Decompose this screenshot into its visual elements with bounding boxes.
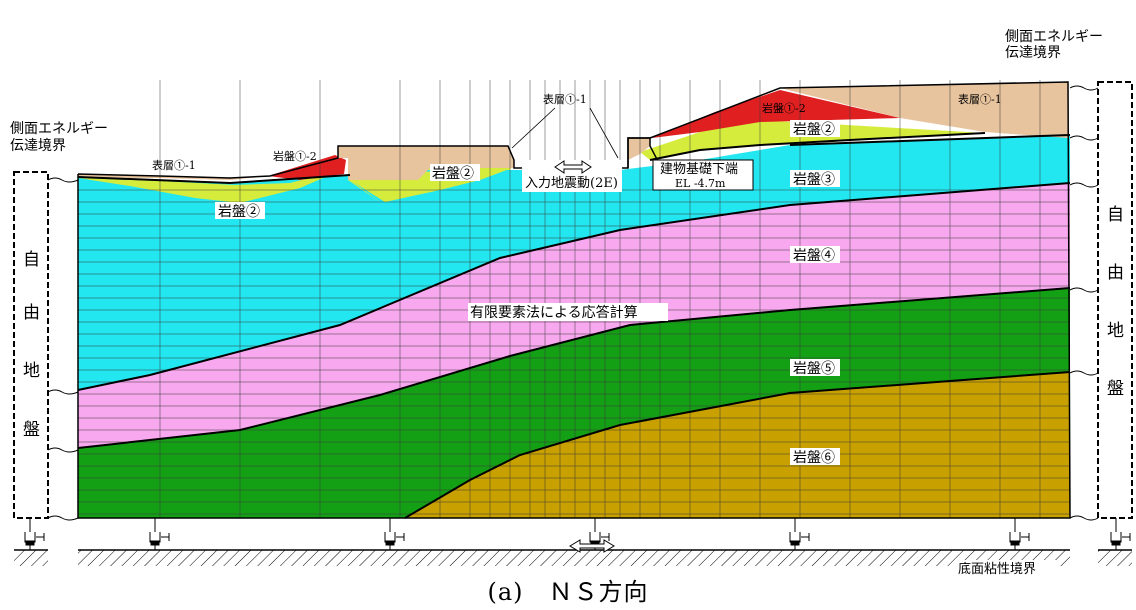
text-labels: 側面エネルギー 伝達境界 側面エネルギー 伝達境界 自 由 地 盤 自 由 地 … [10,29,1124,577]
dashpot [789,518,810,550]
side-boundary-right-line1: 側面エネルギー [1005,29,1103,45]
rock-2-layer-left [78,170,340,203]
free-field-right-char-3: 地 [1107,321,1124,341]
side-boundary-right-line2: 伝達境界 [1005,45,1061,61]
free-field-left-column [13,171,79,521]
label-rock-5: 岩盤⑤ [793,361,835,377]
input-motion-arrow-bottom [569,539,615,553]
rock-2-layer-right [640,120,985,160]
model-outline [77,81,1071,519]
dashpot [1110,518,1131,550]
free-field-left-char-3: 地 [23,361,40,381]
free-field-right-column [1069,81,1133,521]
free-field-left-char-1: 自 [23,250,40,270]
dashpot [384,518,405,550]
label-input-motion: 入力地震動(2E) [525,176,618,191]
label-rock-2-left: 岩盤② [218,204,260,220]
side-boundary-left-line2: 伝達境界 [10,138,66,154]
label-foundation-el: EL -4.7m [675,177,726,190]
label-rock-3: 岩盤③ [793,172,835,188]
input-motion-arrow-top [522,160,622,192]
surface-1-1-layer-top [780,82,1068,138]
free-field-right-char-2: 由 [1107,263,1124,283]
label-rock-4: 岩盤④ [793,248,835,264]
free-field-left-char-4: 盤 [23,420,40,440]
dashpot [1009,518,1030,550]
label-rock-1-2-left: 岩盤①-2 [273,149,317,163]
figure-caption: (a) ＮＳ方向 [487,578,649,606]
rock-3-layer [78,135,1070,390]
surface-1-1-layer-right [628,138,650,160]
side-boundary-left-line1: 側面エネルギー [10,121,108,137]
label-bottom-boundary: 底面粘性境界 [958,561,1036,577]
base-ground [14,549,1132,566]
building-foundation [627,137,754,191]
free-field-right-char-1: 自 [1107,205,1124,225]
dashpots [24,518,1131,550]
fem-mesh [78,80,1070,518]
rock-5-layer [78,288,1070,518]
label-foundation-bottom: 建物基礎下端 [660,162,738,177]
label-rock-2-right: 岩盤② [793,122,835,138]
label-fem: 有限要素法による応答計算 [470,304,638,321]
leader-lines [511,107,619,159]
label-surface-1-1-left: 表層①-1 [152,158,196,172]
free-field-right-char-4: 盤 [1107,379,1124,399]
rock-1-2-layer-right [652,90,900,138]
free-field-left-char-2: 由 [23,303,40,323]
label-surface-1-1-top: 表層①-1 [543,92,587,106]
label-rock-2-mid: 岩盤② [432,166,474,182]
label-rock-6: 岩盤⑥ [793,450,835,466]
dashpot [149,518,170,550]
rock-6-layer [405,372,1070,518]
dashpot [24,518,45,550]
label-rock-1-2-right: 岩盤①-2 [762,101,806,115]
label-surface-1-1-right: 表層①-1 [958,92,1002,106]
layer-boundaries [77,132,1071,519]
